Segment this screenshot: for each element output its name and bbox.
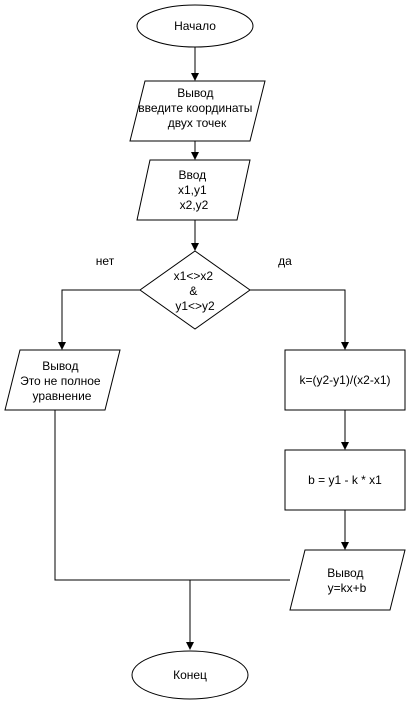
text-line: y1<>y2: [175, 299, 215, 313]
arrowhead-icon: [191, 243, 199, 251]
edge-decision-yes: [250, 289, 346, 342]
text-line: Вывод: [42, 359, 78, 373]
node-calc-k-label: k=(y2-y1)/(x2-x1): [299, 373, 390, 387]
text-line: двух точек: [168, 116, 227, 130]
node-input-points-label: Ввод x1,y1 x2,y2: [178, 168, 210, 212]
node-input-points: Ввод x1,y1 x2,y2: [136, 159, 251, 221]
edge-error-merge: [54, 410, 290, 581]
text-line: Это не полное: [20, 374, 101, 388]
text-line: введите координаты: [138, 101, 252, 115]
edge-label-yes: да: [278, 254, 292, 268]
node-decision-label: x1<>x2 & y1<>y2: [174, 269, 217, 313]
node-decision: x1<>x2 & y1<>y2: [139, 250, 251, 330]
node-output-error: Вывод Это не полное уравнение: [4, 349, 121, 411]
edge-label-no: нет: [96, 254, 115, 268]
text-line: x1<>x2: [174, 269, 214, 283]
node-output-result: Вывод y=kx+b: [289, 549, 406, 611]
text-line: x2,y2: [180, 198, 209, 212]
node-end: Конец: [131, 650, 249, 700]
text-line: Вывод: [177, 86, 213, 100]
connectors: [54, 47, 349, 650]
node-end-label: Конец: [173, 668, 207, 682]
text-line: &: [189, 284, 197, 298]
node-calc-b: b = y1 - k * x1: [284, 449, 406, 511]
text-line: Ввод: [179, 168, 207, 182]
arrowhead-icon: [58, 342, 66, 350]
edge-decision-no: [61, 289, 140, 342]
node-output-result-label: Вывод y=kx+b: [327, 566, 367, 595]
text-line: уравнение: [33, 389, 92, 403]
node-calc-b-label: b = y1 - k * x1: [308, 473, 382, 487]
text-line: x1,y1: [178, 183, 207, 197]
node-output-error-label: Вывод Это не полное уравнение: [20, 359, 104, 403]
arrowhead-icon: [341, 442, 349, 450]
node-output-prompt-label: Вывод введите координаты двух точек: [138, 86, 255, 130]
node-start: Начало: [136, 4, 254, 48]
arrowhead-icon: [191, 152, 199, 160]
arrowhead-icon: [341, 342, 349, 350]
node-calc-k: k=(y2-y1)/(x2-x1): [284, 349, 406, 411]
arrowhead-icon: [341, 542, 349, 550]
text-line: y=kx+b: [328, 581, 367, 595]
text-line: Вывод: [327, 566, 363, 580]
arrowhead-icon: [186, 642, 194, 650]
node-output-prompt: Вывод введите координаты двух точек: [129, 80, 266, 142]
node-start-label: Начало: [174, 19, 216, 33]
arrowhead-icon: [191, 73, 199, 81]
